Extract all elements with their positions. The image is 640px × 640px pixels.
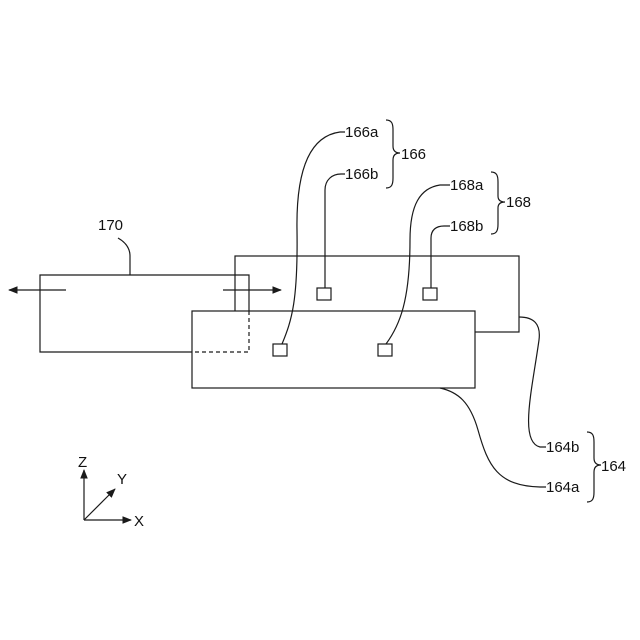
label-166b: 166b [345, 166, 378, 183]
label-166: 166 [401, 146, 426, 163]
label-170: 170 [98, 217, 123, 234]
brace-164 [587, 432, 601, 502]
marker-168a [378, 344, 392, 356]
axis-z-label: Z [78, 454, 87, 471]
axis-x-label: X [134, 513, 144, 530]
marker-168b [423, 288, 437, 300]
brace-168 [491, 172, 505, 234]
brace-166 [386, 120, 400, 188]
label-166a: 166a [345, 124, 379, 141]
coordinate-axes: Z Y X [78, 454, 144, 530]
marker-166b [317, 288, 331, 300]
axis-y-label: Y [117, 471, 127, 488]
label-168a: 168a [450, 177, 484, 194]
label-164: 164 [601, 458, 626, 475]
label-164a: 164a [546, 479, 580, 496]
label-168: 168 [506, 194, 531, 211]
plate-164a [192, 311, 475, 388]
marker-166a [273, 344, 287, 356]
label-168b: 168b [450, 218, 483, 235]
leader-164b [519, 317, 546, 447]
label-164b: 164b [546, 439, 579, 456]
axis-y-arrow [84, 489, 115, 520]
leader-170 [118, 238, 130, 275]
